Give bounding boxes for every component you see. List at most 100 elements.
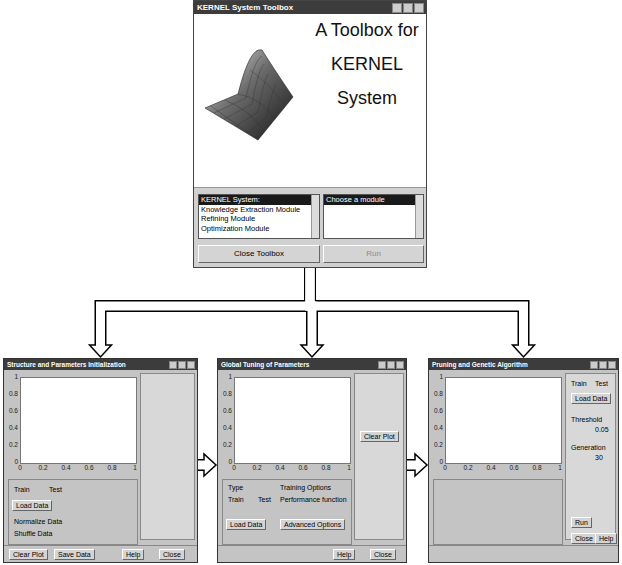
axis-tick: 1 (4, 373, 18, 381)
control-label: Test (258, 495, 271, 504)
plot-area (20, 377, 137, 464)
button-label: Close (374, 550, 392, 559)
hollow-arrow (101, 268, 311, 347)
button-label: Help (599, 534, 613, 543)
control-label: Training Options (280, 483, 331, 492)
window-control-icon (396, 361, 404, 369)
window-title: Pruning and Genetic Algorithm (429, 359, 618, 370)
app-window: KERNEL System ToolboxA Toolbox for KERNE… (193, 0, 427, 268)
axis-tick: 0.8 (4, 390, 18, 398)
control-label: Shuffle Data (14, 529, 52, 538)
list-item: Knowledge Extraction Module (199, 205, 311, 215)
push-button: Help (595, 533, 617, 544)
plot-area (445, 377, 562, 464)
axis-tick: 0.4 (271, 464, 289, 472)
axis-tick: 0.6 (80, 464, 98, 472)
scroll-bar (311, 195, 319, 238)
control-label: Generation (571, 443, 606, 452)
axis-tick: 0.4 (482, 464, 500, 472)
axis-tick: 0.6 (505, 464, 523, 472)
axis-tick: 1 (340, 464, 358, 472)
window-control-icon (169, 361, 177, 369)
list-item: Optimization Module (199, 224, 311, 234)
window-control-icon (378, 361, 386, 369)
push-button: Advanced Options (280, 519, 345, 530)
axis-tick: 0.6 (294, 464, 312, 472)
button-strip (218, 545, 406, 546)
push-button: Run (323, 245, 424, 263)
mesh-lines (211, 56, 285, 140)
axis-tick: 0.4 (429, 424, 443, 432)
axis-tick: 1 (551, 464, 569, 472)
control-label: Type (228, 483, 243, 492)
button-label: Close Toolbox (202, 246, 316, 262)
control-label: Normalize Data (14, 517, 62, 526)
button-label: Close (163, 550, 181, 559)
title-bar: KERNEL System Toolbox (194, 1, 426, 14)
window-control-icon (403, 3, 413, 13)
control-label: Train (228, 495, 244, 504)
title-bar: Global Tuning of Parameters (218, 359, 406, 370)
scroll-bar (415, 195, 423, 238)
axis-tick: 0.6 (218, 407, 232, 415)
window-control-icon (387, 361, 395, 369)
axis-tick: 0 (11, 464, 29, 472)
side-panel (354, 373, 404, 540)
axis-tick: 0.2 (34, 464, 52, 472)
axis-tick: 0 (436, 464, 454, 472)
app-window: Pruning and Genetic AlgorithmLoad DataRu… (428, 358, 619, 563)
push-button: Save Data (54, 549, 95, 560)
button-label: Clear Plot (13, 550, 44, 559)
control-label: Train (14, 485, 30, 494)
button-label: Clear Plot (364, 432, 395, 441)
window-title: KERNEL System Toolbox (194, 1, 426, 14)
push-button: Load Data (571, 393, 611, 404)
window-control-icon (414, 3, 424, 13)
button-label: Advanced Options (284, 520, 341, 529)
control-label: Test (595, 379, 608, 388)
list-item: KERNEL System: (199, 195, 311, 205)
button-strip (4, 545, 197, 546)
axis-tick: 0.4 (218, 424, 232, 432)
axis-tick: 0 (218, 458, 232, 466)
window-control-icon (599, 361, 607, 369)
axis-tick: 1 (429, 373, 443, 381)
button-label: Save Data (58, 550, 91, 559)
axis-tick: 1 (126, 464, 144, 472)
push-button: Help (333, 549, 355, 560)
push-button: Help (122, 549, 144, 560)
push-button: Close (571, 533, 597, 544)
window-title: Structure and Parameters Initialization (4, 359, 197, 370)
control-label: Threshold (571, 415, 602, 424)
control-label: Train (571, 379, 587, 388)
push-button: Close (159, 549, 185, 560)
button-strip (429, 545, 618, 546)
button-label: Close (575, 534, 593, 543)
list-box: KERNEL System:Knowledge Extraction Modul… (198, 194, 320, 239)
window-control-icon (178, 361, 186, 369)
push-button: Run (571, 517, 592, 528)
axis-tick: 1 (218, 373, 232, 381)
push-button: Close (370, 549, 396, 560)
list-item: Refining Module (199, 214, 311, 224)
axis-tick: 0.4 (57, 464, 75, 472)
control-label: Performance function (280, 495, 347, 504)
surface-mesh (205, 50, 293, 140)
window-control-icon (608, 361, 616, 369)
title-bar: Pruning and Genetic Algorithm (429, 359, 618, 370)
button-label: Load Data (575, 394, 607, 403)
axis-tick: 0.8 (317, 464, 335, 472)
hollow-arrow (407, 461, 417, 470)
axis-tick: 0.6 (4, 407, 18, 415)
axis-tick: 0.8 (429, 390, 443, 398)
button-label: Help (126, 550, 140, 559)
control-label: 30 (595, 453, 603, 462)
axis-tick: 0.2 (429, 441, 443, 449)
app-window: Global Tuning of ParametersLoad DataClea… (217, 358, 407, 563)
button-label: Help (337, 550, 351, 559)
axis-tick: 0.2 (218, 441, 232, 449)
push-button: Close Toolbox (198, 245, 320, 263)
window-control-icon (187, 361, 195, 369)
axis-tick: 0.8 (103, 464, 121, 472)
control-group (433, 479, 563, 545)
